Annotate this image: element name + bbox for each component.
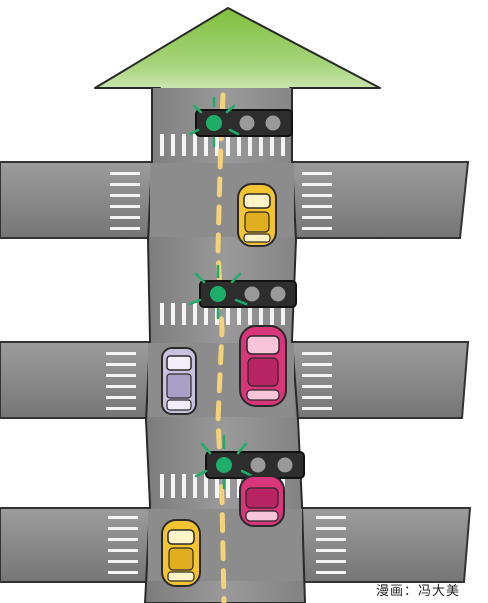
car-pink-1 bbox=[239, 325, 287, 407]
traffic-light-icon bbox=[188, 264, 297, 320]
traffic-light-2 bbox=[188, 264, 297, 320]
crosswalk-stripe bbox=[171, 134, 175, 156]
crosswalk-stripe bbox=[182, 134, 186, 156]
crosswalk-stripe bbox=[108, 549, 138, 552]
car-pink-2 bbox=[239, 475, 285, 527]
crosswalk-stripe bbox=[193, 474, 197, 498]
crosswalk-stripe bbox=[204, 134, 208, 156]
crosswalks bbox=[106, 134, 346, 574]
car-icon bbox=[237, 183, 277, 247]
crosswalk-stripe bbox=[160, 474, 164, 498]
car-icon bbox=[239, 475, 285, 527]
crosswalk-stripe bbox=[182, 474, 186, 498]
crosswalk-stripe bbox=[106, 396, 136, 399]
crosswalk-stripe bbox=[316, 527, 346, 530]
crosswalk-stripe bbox=[237, 303, 241, 325]
crosswalk-stripe bbox=[110, 183, 140, 186]
crosswalk-stripe bbox=[160, 303, 164, 325]
crosswalk-stripe bbox=[193, 134, 197, 156]
car-yellow-2 bbox=[161, 519, 201, 587]
crosswalk-stripe bbox=[316, 560, 346, 563]
crosswalk-stripe bbox=[302, 172, 332, 175]
crosswalk-stripe bbox=[270, 303, 274, 325]
crosswalk-stripe bbox=[215, 134, 219, 156]
crosswalk-stripe bbox=[259, 134, 263, 156]
crosswalk-stripe bbox=[302, 385, 332, 388]
traffic-light-1 bbox=[188, 96, 293, 148]
crosswalk-stripe bbox=[226, 474, 230, 498]
car-icon bbox=[161, 519, 201, 587]
car-yellow-1 bbox=[237, 183, 277, 247]
crosswalk-stripe bbox=[106, 385, 136, 388]
crosswalk-stripe bbox=[110, 194, 140, 197]
crosswalk-stripe bbox=[316, 538, 346, 541]
crosswalk-stripe bbox=[106, 407, 136, 410]
crosswalk-stripe bbox=[171, 303, 175, 325]
car-icon bbox=[161, 347, 197, 415]
crosswalk-stripe bbox=[215, 474, 219, 498]
crosswalk-stripe bbox=[110, 172, 140, 175]
crosswalk-stripe bbox=[281, 134, 285, 156]
crosswalk-stripe bbox=[226, 303, 230, 325]
crosswalk-stripe bbox=[193, 303, 197, 325]
crosswalk-stripe bbox=[108, 516, 138, 519]
crosswalk-stripe bbox=[302, 407, 332, 410]
crosswalk-stripe bbox=[106, 374, 136, 377]
traffic-light-icon bbox=[188, 96, 293, 148]
crosswalk-stripe bbox=[171, 474, 175, 498]
crosswalk-stripe bbox=[302, 374, 332, 377]
crosswalk-stripe bbox=[316, 516, 346, 519]
crosswalk-stripe bbox=[302, 396, 332, 399]
crosswalk-stripe bbox=[108, 571, 138, 574]
crosswalk-stripe bbox=[110, 216, 140, 219]
crosswalk-stripe bbox=[302, 227, 332, 230]
traffic-light-3 bbox=[194, 434, 305, 490]
crosswalk-stripe bbox=[237, 474, 241, 498]
crosswalk-stripe bbox=[259, 303, 263, 325]
crosswalk-stripe bbox=[110, 205, 140, 208]
crosswalk-stripe bbox=[226, 134, 230, 156]
car-purple bbox=[161, 347, 197, 415]
crosswalk-stripe bbox=[316, 549, 346, 552]
credit-text: 漫画：冯大美 bbox=[375, 584, 460, 599]
car-icon bbox=[239, 325, 287, 407]
crosswalk-stripe bbox=[302, 194, 332, 197]
crosswalk-stripe bbox=[248, 134, 252, 156]
crosswalk-stripe bbox=[302, 183, 332, 186]
crosswalk-stripe bbox=[237, 134, 241, 156]
crosswalk-stripe bbox=[302, 363, 332, 366]
crosswalk-stripe bbox=[248, 303, 252, 325]
crosswalk-stripe bbox=[316, 571, 346, 574]
crosswalk-stripe bbox=[108, 527, 138, 530]
crosswalk-stripe bbox=[160, 134, 164, 156]
crosswalk-stripe bbox=[106, 363, 136, 366]
traffic-light-icon bbox=[194, 434, 305, 490]
crosswalk-stripe bbox=[204, 303, 208, 325]
crosswalk-stripe bbox=[182, 303, 186, 325]
crosswalk-stripe bbox=[108, 560, 138, 563]
crosswalk-stripe bbox=[204, 474, 208, 498]
crosswalk-stripe bbox=[110, 227, 140, 230]
crosswalk-stripe bbox=[302, 352, 332, 355]
crosswalk-stripe bbox=[108, 538, 138, 541]
crosswalk-stripe bbox=[302, 216, 332, 219]
crosswalk-stripe bbox=[270, 134, 274, 156]
crosswalk-stripe bbox=[281, 303, 285, 325]
crosswalk-stripe bbox=[302, 205, 332, 208]
crosswalk-stripe bbox=[106, 352, 136, 355]
lane-line bbox=[215, 92, 227, 603]
